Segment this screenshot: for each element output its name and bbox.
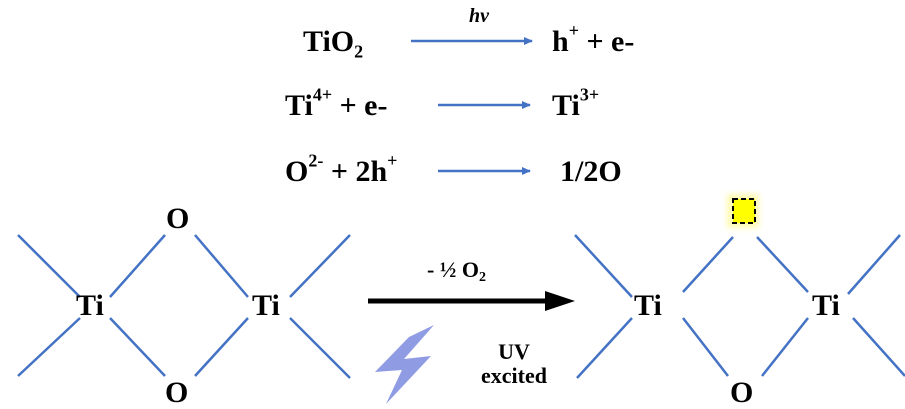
equation-1-condition: hv: [469, 5, 489, 27]
oxygen-vacancy-icon: [727, 194, 759, 228]
equation-3-reactant: O2- + 2h+: [285, 150, 398, 188]
reaction-arrow: [368, 291, 575, 311]
uv-label: UV: [498, 339, 530, 364]
left-titanium-left: Ti: [76, 289, 104, 322]
left-oxygen-bottom: O: [165, 376, 189, 409]
left-structure-bonds: [17, 234, 351, 379]
excited-label: excited: [481, 363, 547, 389]
equation-1-reactant: TiO2: [303, 25, 364, 62]
right-titanium-right: Ti: [812, 289, 840, 322]
right-oxygen-bottom: O: [730, 376, 754, 409]
reaction-condition-above: - ½ O2: [427, 257, 486, 286]
left-titanium-right: Ti: [252, 289, 280, 322]
right-structure-bonds: [574, 234, 905, 379]
equation-1-product: h+ + e-: [552, 20, 635, 58]
left-oxygen-top: O: [166, 202, 190, 235]
lightning-icon: [375, 325, 434, 404]
equation-2-reactant: Ti4+ + e-: [285, 84, 388, 122]
reaction-condition-below: UV excited: [464, 339, 564, 389]
right-titanium-left: Ti: [634, 289, 662, 322]
equation-3-product: 1/2O: [560, 155, 622, 188]
equation-2-product: Ti3+: [552, 84, 600, 122]
